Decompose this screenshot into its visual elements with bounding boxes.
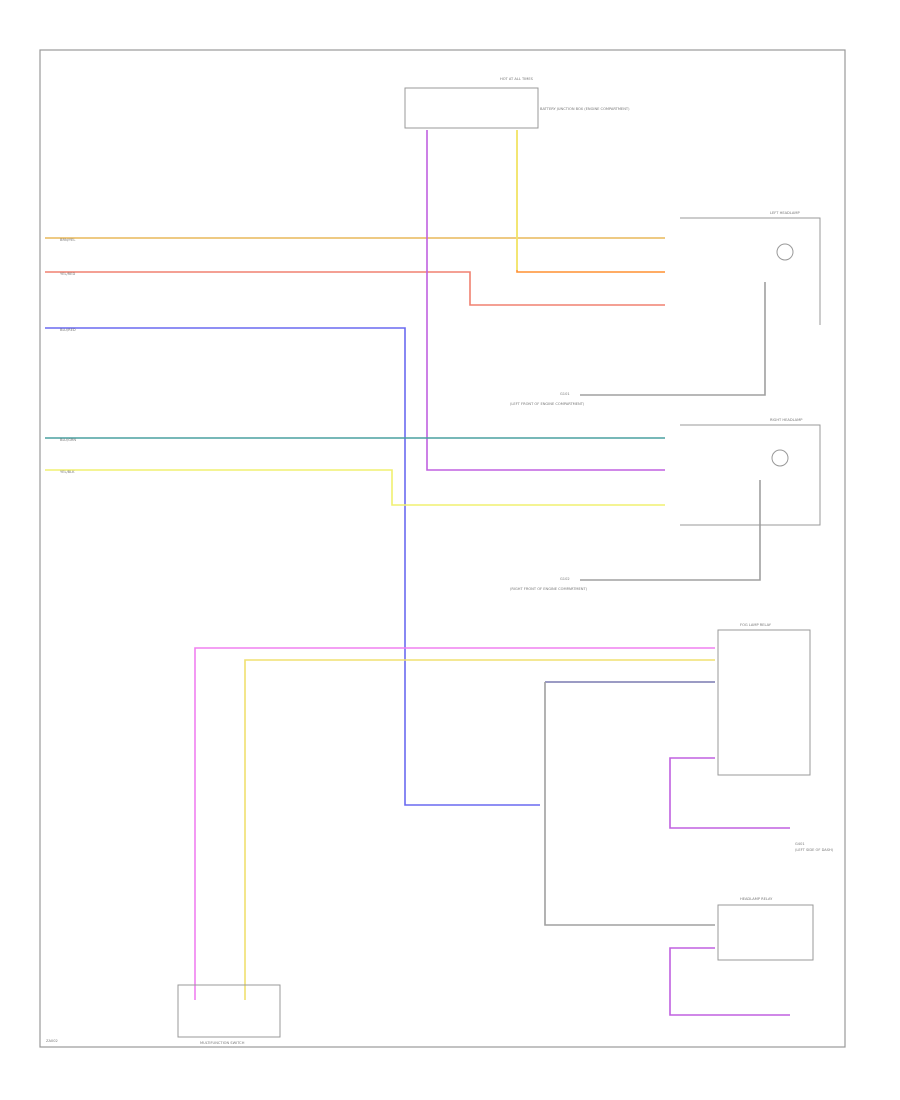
wire-label-blue-green: BLU/GRN [60, 438, 76, 442]
fuse-block-subtitle: BATTERY JUNCTION BOX (ENGINE COMPARTMENT… [540, 107, 630, 111]
wire-yellow-red [45, 271, 665, 306]
page-code: ZA002 [46, 1039, 58, 1043]
wire-relay-ground-1 [669, 757, 790, 829]
right-headlamp: RIGHT HEADLAMP [680, 418, 821, 526]
multifunction-switch: MULTIFUNCTION SWITCH [177, 984, 281, 1045]
lh-ground-label: G401 [795, 842, 805, 846]
headlamp-relay: HEADLAMP RELAY [717, 897, 814, 961]
left-headlamp: LEFT HEADLAMP [680, 211, 821, 325]
lh-ground-sub-label: (LEFT SIDE OF DASH) [795, 848, 834, 852]
left-ground-label: G101 [560, 392, 570, 396]
wire-relay-ground-2 [669, 947, 790, 1016]
wire-orange [516, 130, 665, 273]
wire-label-yellow: YEL/BLK [60, 470, 75, 474]
fuse-block-title: HOT AT ALL TIMES [500, 77, 534, 81]
wire-ground-left [580, 282, 766, 396]
wire-label-blue: BLU/RED [60, 328, 76, 332]
wire-label-brown: BRN/YEL [60, 238, 75, 242]
wire-yellow-relay [244, 659, 715, 1000]
right-ground-sub-label: (RIGHT FRONT OF ENGINE COMPARTMENT) [510, 587, 588, 591]
left-headlamp-label: LEFT HEADLAMP [770, 211, 800, 215]
wire-ground-right [580, 480, 761, 581]
diagram-frame [39, 49, 846, 1048]
right-headlamp-label: RIGHT HEADLAMP [770, 418, 803, 422]
wire-pink [194, 647, 715, 1000]
left-ground-sub-label: (LEFT FRONT OF ENGINE COMPARTMENT) [510, 402, 585, 406]
wire-blue-red [45, 327, 540, 806]
multifunction-switch-label: MULTIFUNCTION SWITCH [200, 1041, 245, 1045]
right-ground-label: G102 [560, 577, 570, 581]
wire-yellow-black [45, 469, 665, 506]
fog-lamp-relay: FOG LAMP RELAY [717, 623, 811, 776]
fog-lamp-relay-label: FOG LAMP RELAY [740, 623, 772, 627]
wire-gray-vertical [544, 682, 715, 926]
wire-violet [426, 130, 665, 471]
headlamp-relay-label: HEADLAMP RELAY [740, 897, 773, 901]
fuse-block: HOT AT ALL TIMES BATTERY JUNCTION BOX (E… [404, 77, 630, 129]
wire-label-yellow-red: YEL/RED [60, 272, 75, 276]
